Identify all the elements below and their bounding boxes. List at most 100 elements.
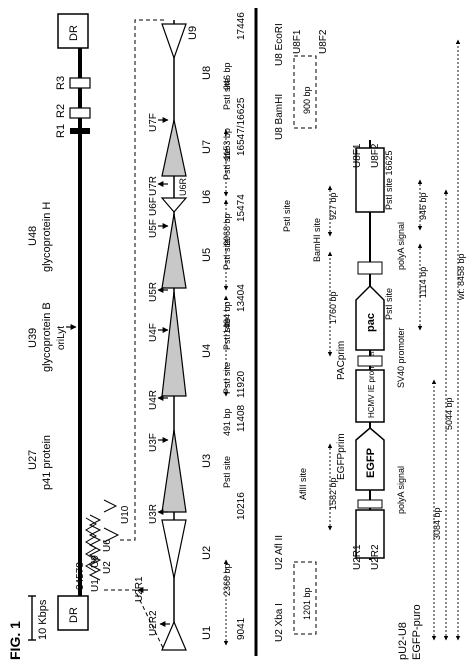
pst-site-1: PstI site [222,456,232,488]
pst-site-2: PstI site [222,362,232,394]
primer-pacprim: PACprim [336,341,347,380]
construct-map: U2 Xba I U2 Afl II U8 BamHI U8 EcoRI 120… [274,23,466,660]
repeat-r2 [69,107,91,119]
primer-u4r: U4R [148,390,159,410]
primer-u5r: U5R [148,282,159,302]
polya-block-2 [357,261,383,275]
gene-u1-triangle [161,620,187,651]
construct-name-line-1: pU2-U8 [397,622,409,660]
cassette-hcmv [355,369,385,423]
construct-site-afl: AflII site [298,468,308,500]
repeat-r2-label: R2 [55,104,67,118]
construct-right-arm [355,147,385,213]
cassette-pac [355,284,385,351]
dr-box-top [57,13,89,49]
dashed-box-u8 [293,55,317,129]
construct-right-primer-2: U8F2 [370,143,381,168]
cassette-egfp [355,427,385,491]
coord-11408: 11408 [236,404,247,432]
cassette-pac-label: pac [365,313,377,332]
primer-egfpprim: EGFPprim [336,433,347,480]
expanded-segment: U1 U2 U3 U4 U5 U6 U7 U8 U9 U2R2 U2R1 U3R… [134,12,247,651]
gene-u39-product: glycoprotein B [41,302,53,372]
zoom-line-bottom [104,589,165,651]
size-2068: 2068 bp [222,213,232,246]
primer-u7r: U7R [148,176,159,196]
repeat-r3-label: R3 [55,76,67,90]
cassette-hcmv-label: HCMV IE promoter [367,350,376,418]
gene-label-u6: U6 [201,190,213,204]
size-1484: 1484 bp [222,301,232,334]
gene-label-u8: U8 [201,66,213,80]
gene-label-u5: U5 [201,248,213,262]
gene-u48-product: glycoprotein H [41,202,53,272]
primer-u3r: U3R [148,504,159,524]
cluster-u2: U2 [102,561,113,574]
construct-left-primer-1: U2R1 [352,544,363,570]
gene-label-u3: U3 [201,454,213,468]
gene-u27-name: U27 [27,450,39,470]
polya-block-1 [357,499,383,509]
gene-u9-triangle [161,23,187,60]
coord-16547: 16547/16625 [236,97,247,156]
cluster-u6: U6 [102,539,113,552]
gene-label-u7: U7 [201,140,213,154]
gene-label-u9: U9 [187,26,199,40]
gene-u48-name: U48 [27,226,39,246]
dashed-box-u2 [293,561,317,635]
site-bam: U8 BamHI [274,94,285,140]
orilyt-label: oriLyt [56,326,67,350]
polya-label-2: polyA signal [396,222,406,270]
primer-u6r: U6R [178,177,188,196]
gene-label-u4: U4 [201,344,213,358]
primer-u5f: U5F [148,219,159,238]
scale-bar-label: 10 Kbps [37,599,49,640]
cluster-chevrons [85,499,120,581]
gene-u3-triangle [161,429,187,513]
length-3084-label: 3084 bp [432,507,442,540]
size-1582: 1582 bp [328,477,338,510]
gene-u27-product: p41 protein [41,435,53,490]
gene-u39-name: U39 [27,328,39,348]
coord-9041: 9041 [236,617,247,640]
size-1201: 1201 bp [302,587,312,620]
coord-15474: 15474 [236,194,247,222]
construct-site-bam: BamHI site [312,218,322,262]
figure-label: FIG. 1 [7,621,23,660]
repeat-r1-label: R1 [55,124,67,138]
site-xba: U2 Xba I [274,603,285,642]
size-1153: 1153 bp [222,128,232,160]
length-wt-label: wt: 8458 bp [456,253,466,301]
gene-u7-triangle [161,119,187,177]
scale-bar: 10 Kbps [28,595,49,641]
primer-u6f: U6F [148,197,159,216]
primer-u2r2: U2R2 [148,610,159,636]
construct-site-pst-1: PstI site [384,288,394,320]
construct-right-primer-1: U8F1 [352,143,363,168]
cluster-numbers: 34578 [75,562,86,590]
gene-u4-triangle [161,291,187,397]
size-946: 946 bp [222,62,232,90]
zoom-line-top [120,19,164,541]
polya-label-1: polyA signal [396,466,406,514]
coord-17446: 17446 [236,12,247,40]
site-afl: U2 Afl II [274,535,285,570]
genome-overview: DR DR R1 R2 R3 U27 p41 protein U39 glyco… [27,13,165,651]
repeat-r3 [69,77,91,89]
gene-label-u2: U2 [201,546,213,560]
primer-u4f: U4F [148,323,159,342]
size-900: 900 bp [302,86,312,114]
primer-u7f: U7F [148,113,159,132]
construct-site-pst-2: PstI site [282,200,292,232]
size-1114: 1114 bp [418,267,428,298]
size-927: 927 bp [328,192,338,220]
site-eco: U8 EcoRI [274,23,285,66]
dr-label-bottom: DR [68,607,80,623]
primer-u3f: U3F [148,433,159,452]
repeat-r1 [70,128,90,134]
cassette-egfp-label: EGFP [365,448,377,478]
coord-11920: 11920 [236,370,247,398]
length-5044-label: 5044 bp [444,397,454,430]
size-946-construct: 946 bp [418,192,428,220]
